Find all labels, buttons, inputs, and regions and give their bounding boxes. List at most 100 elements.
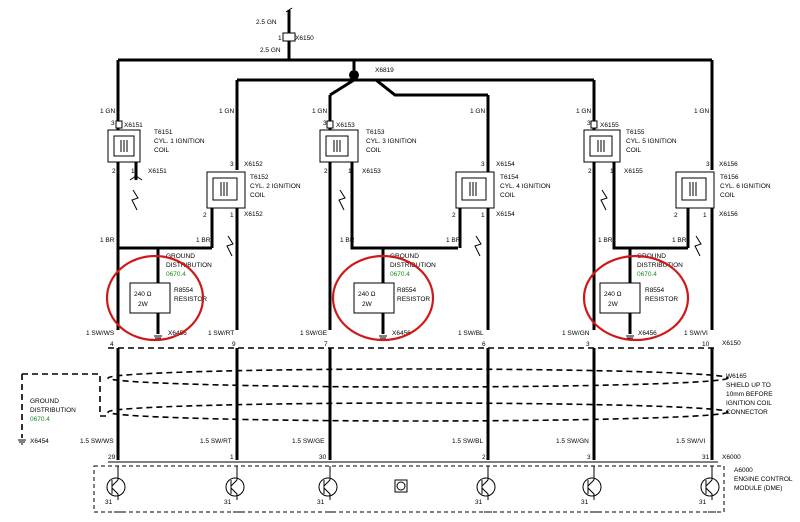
coil-1-desc2: COIL: [154, 147, 170, 154]
highlight-circle: [331, 254, 435, 342]
coil-3-connector-bottom: X6153: [362, 168, 381, 175]
coil-3-feed-label: 1 GN: [312, 108, 327, 115]
coil-2-id: T6152: [250, 174, 269, 181]
resistor-group-2: GROUND DISTRIBUTION 0670.4 240 Ω 2W R855…: [331, 253, 436, 342]
svg-text:MODULE (DME): MODULE (DME): [734, 485, 782, 492]
svg-text:DISTRIBUTION: DISTRIBUTION: [166, 262, 212, 269]
coil-2-desc2: COIL: [250, 192, 266, 199]
module-id: A6000: [734, 467, 753, 474]
coil-4-id: T6154: [500, 174, 519, 181]
coil-5-connector-top: X6155: [600, 122, 619, 129]
svg-text:2: 2: [203, 212, 207, 219]
resistor-1-label: RESISTOR: [174, 296, 207, 303]
highlight-circle: [105, 254, 205, 342]
coil-5-feed-label: 1 GN: [576, 108, 591, 115]
svg-text:1: 1: [481, 212, 485, 219]
coil-1-ground-wire: 1 BR: [100, 237, 115, 244]
svg-text:31: 31: [699, 499, 707, 506]
svg-text:3: 3: [706, 161, 710, 168]
coil-1-feed-label: 1 GN: [100, 108, 115, 115]
svg-text:0670.4: 0670.4: [390, 271, 410, 278]
spark-icon: [131, 189, 139, 211]
svg-text:1: 1: [131, 168, 135, 175]
splice-label: X6819: [375, 67, 394, 74]
harness-connector: 1 SW/WS 1 SW/RT 1 SW/GE 1 SW/BL 1 SW/GN …: [86, 330, 741, 349]
coil-cyl-4: 1 GN 3 X6154 T6154 CYL. 4 IGNITION COIL …: [446, 108, 551, 330]
coil-6-connector-top: X6156: [719, 161, 738, 168]
svg-text:3: 3: [230, 161, 234, 168]
svg-text:IGNITION COIL: IGNITION COIL: [726, 400, 772, 407]
coil-cyl-2: 1 GN 3 X6152 T6152 CYL. 2 IGNITION COIL …: [158, 108, 301, 330]
svg-text:1.5 SW/WS: 1.5 SW/WS: [80, 438, 114, 445]
svg-text:2: 2: [588, 168, 592, 175]
svg-text:1 SW/RT: 1 SW/RT: [208, 330, 234, 337]
coil-2-feed-label: 1 GN: [219, 108, 234, 115]
coil-1-id: T6151: [154, 129, 173, 136]
svg-text:1 SW/GE: 1 SW/GE: [300, 330, 328, 337]
resistor-2-id: R8554: [397, 287, 417, 294]
svg-text:30: 30: [319, 454, 327, 461]
coil-3-id: T6153: [366, 129, 385, 136]
svg-text:0670.4: 0670.4: [637, 271, 657, 278]
svg-text:0670.4: 0670.4: [166, 271, 186, 278]
svg-text:2W: 2W: [608, 301, 619, 308]
svg-text:3: 3: [587, 120, 591, 127]
spark-icon: [694, 235, 702, 257]
svg-text:GROUND: GROUND: [30, 398, 59, 405]
coil-6-desc1: CYL. 6 IGNITION: [720, 183, 771, 190]
svg-text:ENGINE CONTROL: ENGINE CONTROL: [734, 476, 793, 483]
resistor-2-body: [353, 282, 395, 314]
svg-text:SHIELD UP TO: SHIELD UP TO: [726, 382, 771, 389]
svg-text:GROUND: GROUND: [390, 253, 419, 260]
resistor-3-body: [599, 282, 641, 314]
svg-text:CONNECTOR: CONNECTOR: [726, 409, 768, 416]
svg-text:1 SW/VI: 1 SW/VI: [684, 330, 708, 337]
svg-text:31: 31: [581, 499, 589, 506]
transistor-4: [476, 466, 496, 500]
supply-connector: [282, 32, 296, 42]
svg-text:4: 4: [110, 341, 114, 348]
resistor-1-id: R8554: [174, 287, 194, 294]
supply-wire-top-label: 2.5 GN: [256, 19, 277, 26]
coil-5-desc2: COIL: [626, 147, 642, 154]
coil-4-ground-wire: 1 BR: [446, 237, 461, 244]
svg-text:1.5 SW/GE: 1.5 SW/GE: [292, 438, 325, 445]
svg-text:1 SW/WS: 1 SW/WS: [86, 330, 115, 337]
coil-cyl-3: 1 GN 3 X6153 T6153 CYL. 3 IGNITION COIL …: [312, 108, 458, 330]
shield-w6165: W6165 SHIELD UP TO 10mm BEFORE IGNITION …: [21, 368, 773, 438]
coil-4-connector-bottom: X6154: [496, 211, 515, 218]
svg-text:10: 10: [702, 341, 710, 348]
left-ground-connector: X6454: [30, 438, 49, 445]
svg-text:9: 9: [232, 341, 236, 348]
svg-text:31: 31: [317, 499, 325, 506]
coil-5-desc1: CYL. 5 IGNITION: [626, 138, 677, 145]
coil-6-ground-wire: 1 BR: [672, 237, 687, 244]
svg-text:2: 2: [112, 168, 116, 175]
coil-4-connector-top: X6154: [496, 161, 515, 168]
spark-icon: [474, 235, 482, 257]
coil-2-connector-top: X6152: [244, 161, 263, 168]
svg-text:2W: 2W: [362, 301, 373, 308]
svg-text:240 Ω: 240 Ω: [358, 291, 376, 298]
resistor-1-connector: X6456: [168, 330, 187, 337]
coil-4-desc2: COIL: [500, 192, 516, 199]
coil-4-desc1: CYL. 4 IGNITION: [500, 183, 551, 190]
svg-text:GROUND: GROUND: [166, 253, 195, 260]
module-wire-labels: 1.5 SW/WS 1.5 SW/RT 1.5 SW/GE 1.5 SW/BL …: [80, 438, 741, 463]
coil-3-desc2: COIL: [366, 147, 382, 154]
resistor-group-3: GROUND DISTRIBUTION 0670.4 240 Ω 2W R855…: [582, 253, 690, 342]
coil-5-ground-wire: 1 BR: [598, 237, 613, 244]
supply-pin-label: 1: [278, 35, 282, 42]
engine-control-module: A6000 ENGINE CONTROL MODULE (DME) 31 31 …: [93, 465, 793, 513]
svg-text:6: 6: [482, 341, 486, 348]
spark-icon: [600, 189, 608, 211]
svg-text:0670.4: 0670.4: [30, 416, 50, 423]
supply-feed: 2.5 GN 1 X6150 2.5 GN X6819: [116, 7, 714, 172]
transistor-5: [582, 466, 602, 500]
supply-connector-label: X6150: [295, 35, 314, 42]
svg-text:1: 1: [230, 454, 234, 461]
svg-text:7: 7: [324, 341, 328, 348]
highlight-circle: [582, 254, 690, 342]
svg-text:31: 31: [702, 454, 710, 461]
